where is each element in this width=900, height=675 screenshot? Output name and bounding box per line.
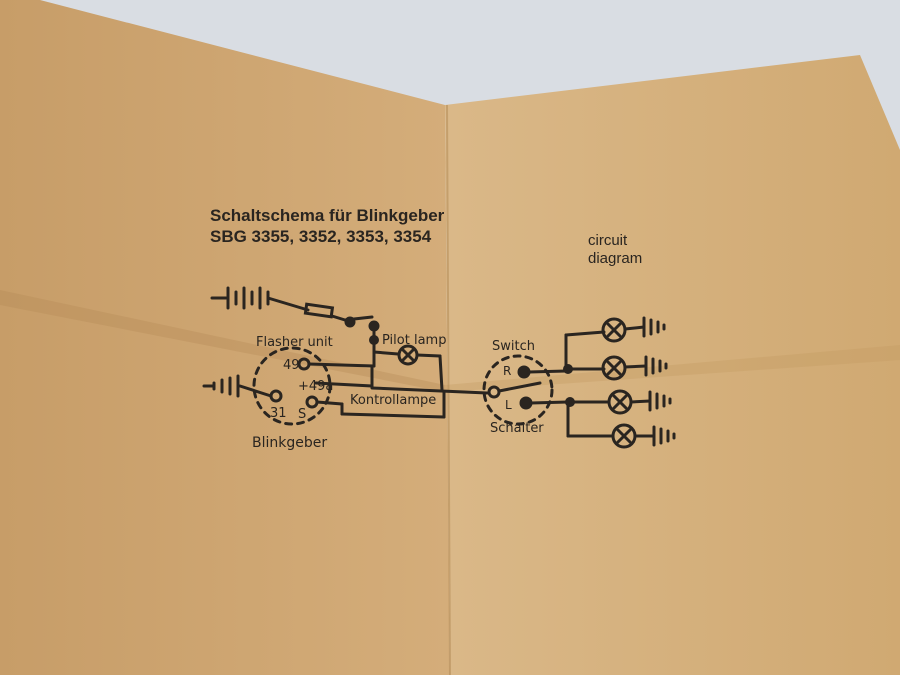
ground-icon xyxy=(623,316,666,338)
battery-icon xyxy=(210,286,310,312)
caption-line-1: circuit xyxy=(588,232,628,249)
pilot-lamp-label: Pilot lamp xyxy=(382,333,446,348)
right-page xyxy=(445,55,900,675)
diagram-title: Schaltschema für Blinkgeber SBG 3355, 33… xyxy=(210,205,444,247)
ground-icon xyxy=(202,374,240,398)
terminal-49-label: 49 xyxy=(283,358,300,373)
switch-label: Switch xyxy=(492,339,535,354)
left-page xyxy=(0,0,450,675)
ground-icon xyxy=(629,390,672,412)
terminal-l-label: L xyxy=(505,398,512,412)
ground-icon xyxy=(633,425,676,447)
terminal-r-label: R xyxy=(503,364,511,378)
title-line-2: SBG 3355, 3352, 3353, 3354 xyxy=(210,227,432,246)
circuit-diagram xyxy=(202,286,676,449)
title-line-1: Schaltschema für Blinkgeber xyxy=(210,206,445,225)
fuse-icon xyxy=(303,302,347,322)
lamp-icon xyxy=(611,423,637,449)
circuit-diagram-caption: circuit diagram xyxy=(588,232,642,268)
blinkgeber-label: Blinkgeber xyxy=(252,435,327,451)
switch-outline xyxy=(482,354,554,426)
terminal-49a-label: +49a xyxy=(298,379,333,394)
key-switch-icon xyxy=(343,315,380,332)
terminal-s-label: S xyxy=(298,407,306,422)
kontrollampe-label: Kontrollampe xyxy=(350,393,436,408)
flasher-unit-label: Flasher unit xyxy=(256,335,333,350)
flasher-unit-outline xyxy=(252,346,332,426)
schalter-label: Schalter xyxy=(490,421,544,436)
caption-line-2: diagram xyxy=(588,250,643,267)
terminal-31-label: 31 xyxy=(270,406,287,421)
ground-icon xyxy=(623,355,668,377)
